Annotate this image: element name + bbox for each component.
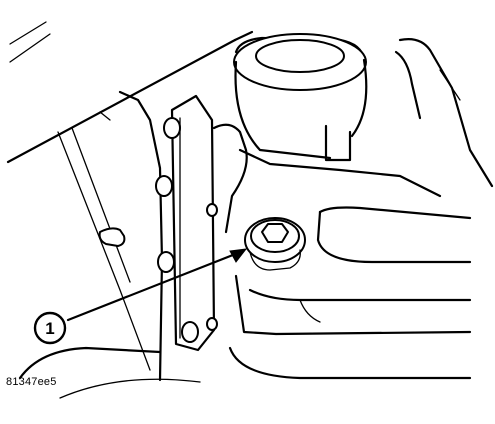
frame-rail xyxy=(6,30,254,382)
rivet xyxy=(206,317,218,331)
fill-plug xyxy=(244,217,306,271)
cover-body xyxy=(212,123,472,380)
top-mount xyxy=(233,33,368,162)
callout-1-leader xyxy=(66,248,248,322)
hatch-lines xyxy=(9,21,51,63)
lower-arm xyxy=(18,346,201,399)
bolt-head xyxy=(155,175,173,197)
rivet xyxy=(206,203,218,217)
bolt-head xyxy=(163,117,181,139)
bolt-head xyxy=(157,251,175,273)
figure-code: 81347ee5 xyxy=(6,376,57,388)
frame-slot xyxy=(98,227,126,247)
bolt-flange xyxy=(155,94,218,352)
callout-1-label: 1 xyxy=(45,319,54,338)
right-housing xyxy=(394,38,494,188)
callout-1: 1 xyxy=(33,311,67,345)
bolt-head xyxy=(181,321,199,343)
